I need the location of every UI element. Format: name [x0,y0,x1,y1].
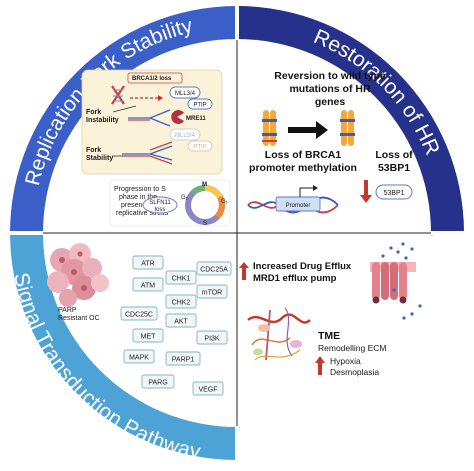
kinase-label: MET [141,334,157,341]
ecm-illustration [247,307,311,361]
kinase-label: VEGF [198,387,217,394]
kinase-label: CHK2 [172,300,191,307]
svg-text:PARP: PARP [58,307,77,314]
svg-text:53BP1: 53BP1 [378,162,410,174]
svg-text:loss: loss [155,207,166,213]
svg-text:Stability: Stability [86,155,113,162]
kinase-label: PARP1 [172,357,195,364]
kinase-label: CDC25C [125,312,153,319]
up-arrow-icon [315,356,325,375]
svg-text:Loss of BRCA1: Loss of BRCA1 [265,149,342,161]
kinase-tag-cdc25c: CDC25C [120,306,158,321]
svg-text:MLL3/4: MLL3/4 [175,133,196,139]
mre11-icon [171,110,184,125]
kinase-label: PI3K [204,336,220,343]
dna-icon [111,85,125,105]
kinase-tag-parp1: PARP1 [165,351,201,366]
chromosome-mutant-icon [262,110,277,146]
kinase-label: MAPK [129,355,149,362]
kinase-tag-cdc25a: CDC25A [196,261,232,276]
down-arrow-icon [360,180,372,203]
svg-text:PTIP: PTIP [193,103,206,109]
cell-cycle-wheel: M G₁ G₂ S [181,182,228,227]
svg-text:PTIP: PTIP [193,145,206,151]
svg-text:Resistant OC: Resistant OC [58,315,100,322]
tme-panel: TME Remodelling ECM Hypoxia Desmoplasia [247,307,387,377]
reversion-panel: Reversion to wild type mutations of HR g… [262,70,386,146]
kinase-tag-parg: PARG [141,374,175,389]
svg-text:MRE11: MRE11 [186,116,206,122]
svg-text:phase in the: phase in the [119,194,157,201]
kinase-label: mTOR [202,290,222,297]
svg-text:presence of: presence of [121,202,158,209]
parp-resistant-cells: PARP Resistant OC [47,243,109,322]
svg-text:Promoter: Promoter [286,203,311,209]
svg-text:G₁: G₁ [221,199,228,205]
kinase-tag-pi3k: PI3K [196,330,228,345]
reversion-arrow [288,121,328,139]
svg-text:Fork: Fork [86,147,101,154]
svg-text:Fork: Fork [86,109,101,116]
mll-tag [169,86,201,99]
kinase-tag-met: MET [132,328,164,343]
kinase-tag-vegf: VEGF [192,381,224,396]
kinase-label: PARG [148,380,167,387]
efflux-pump-icon [370,242,422,320]
kinase-tag-chk2: CHK2 [165,294,197,309]
svg-text:genes: genes [315,96,346,108]
svg-text:mutations of HR: mutations of HR [289,83,370,95]
svg-text:Loss of: Loss of [375,149,413,161]
kinase-tag-chk1: CHK1 [165,270,197,285]
svg-text:SLFN11: SLFN11 [149,200,171,206]
svg-text:Remodelling ECM: Remodelling ECM [318,343,387,353]
fork-stability-panel: BRCA1/2 loss MLL3/4 PTIP MRE11 Fork Inst… [81,69,223,175]
kinase-label: ATR [141,261,154,268]
chromosome-wildtype-icon [340,110,355,146]
brca-loss-label: BRCA1/2 loss [132,76,172,82]
promoter-box [275,196,321,212]
kinase-label: CDC25A [200,267,228,274]
brca1-methylation-panel: Loss of BRCA1 promoter methylation Promo… [247,149,357,214]
svg-text:53BP1: 53BP1 [383,190,404,197]
svg-text:M: M [202,182,207,188]
svg-text:TME: TME [318,330,340,342]
svg-text:promoter methylation: promoter methylation [249,162,357,174]
svg-text:Desmoplasia: Desmoplasia [330,367,379,377]
svg-text:Hypoxia: Hypoxia [330,356,361,366]
svg-text:Instability: Instability [86,117,119,124]
up-arrow-icon [239,262,249,280]
kinase-label: AKT [174,319,188,326]
svg-text:MLL3/4: MLL3/4 [175,91,196,97]
efflux-panel: Increased Drug Efflux MRD1 efflux pump [239,242,422,320]
svg-text:replicative stress: replicative stress [116,210,169,217]
kinase-label: CHK1 [172,276,191,283]
svg-text:G₂: G₂ [181,195,189,201]
kinase-tag-atm: ATM [132,277,164,292]
kinase-tag-akt: AKT [165,313,197,328]
kinase-tag-mapk: MAPK [123,349,155,364]
ptip-tag [187,98,213,110]
svg-text:S: S [203,221,207,227]
kinase-tag-atr: ATR [132,255,164,270]
kinase-label: ATM [141,283,155,290]
svg-text:Reversion to wild type: Reversion to wild type [274,70,386,82]
svg-text:Increased Drug Efflux: Increased Drug Efflux [253,261,352,272]
svg-text:MRD1 efflux pump: MRD1 efflux pump [253,273,337,284]
kinase-tag-mtor: mTOR [196,284,228,299]
svg-text:Progression to S: Progression to S [114,186,166,193]
53bp1-panel: Loss of 53BP1 53BP1 [360,149,413,203]
